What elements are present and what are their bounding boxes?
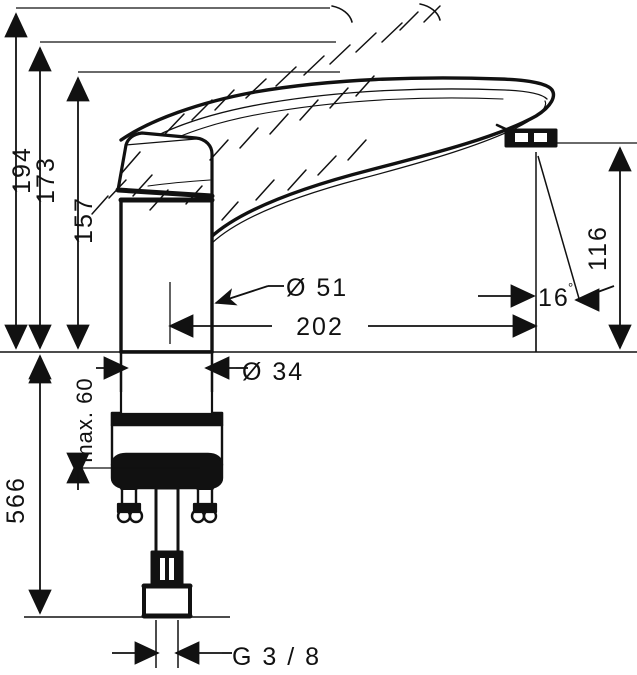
- spout-aerator: [495, 123, 558, 148]
- dimension-116: [556, 142, 637, 350]
- dim-max-60-label: max. 60: [72, 377, 97, 462]
- dim-157-label: 157: [70, 196, 98, 244]
- dimension-194: [4, 7, 330, 350]
- dimension-d51: [214, 285, 284, 306]
- lever-handle-raised-outline: [331, 3, 441, 23]
- faucet-body-cylinder: [118, 197, 215, 354]
- dim-g38-label: G 3 / 8: [232, 643, 321, 671]
- degree-symbol: °: [568, 280, 575, 295]
- shank-tube: [141, 454, 193, 619]
- dim-173-label: 173: [32, 156, 60, 204]
- dim-566-label: 566: [2, 476, 30, 524]
- dimension-16-degrees: [478, 152, 615, 352]
- dimension-173: [28, 41, 336, 350]
- dim-d51-label: Ø 51: [286, 274, 348, 302]
- dim-d34-label: Ø 34: [242, 358, 304, 386]
- mounting-flange: [110, 350, 224, 454]
- dim-116-label: 116: [584, 225, 612, 271]
- dimension-d34: [96, 352, 248, 392]
- dimension-157: [66, 71, 340, 350]
- dim-16deg-label: 16: [538, 284, 570, 312]
- reference-lines: [0, 351, 637, 618]
- lever-handle-down: [115, 131, 215, 199]
- dimension-g38: [112, 620, 232, 668]
- hose-connectors: [116, 486, 218, 524]
- dim-202-label: 202: [296, 313, 344, 341]
- lever-handle-raised-hatch: [91, 5, 441, 221]
- faucet-geometry: [91, 3, 558, 619]
